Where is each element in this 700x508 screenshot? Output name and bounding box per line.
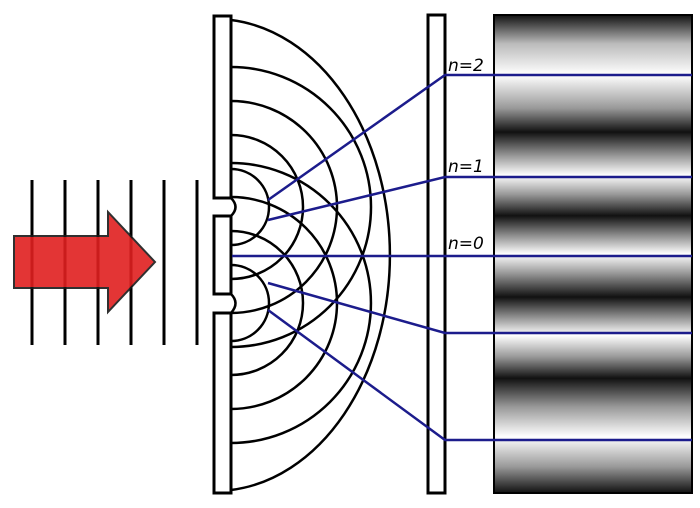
upper-slit-wavefront-1 bbox=[230, 167, 271, 247]
upper-slit-wavefront-2 bbox=[230, 133, 305, 281]
interference-pattern bbox=[493, 14, 693, 494]
label-order-2: n=2 bbox=[448, 56, 484, 76]
wavefronts-lower-slit bbox=[230, 161, 373, 445]
ray-order-minus-1 bbox=[267, 281, 692, 335]
lower-slit-wavefront-1 bbox=[230, 263, 271, 343]
double-slit-barrier bbox=[212, 14, 237, 495]
label-order-1: n=1 bbox=[448, 157, 484, 177]
detection-screen bbox=[426, 13, 447, 495]
upper-slit-wavefront-3 bbox=[230, 99, 339, 315]
ray-order-minus-2 bbox=[267, 308, 692, 442]
lower-slit-wavefront-2 bbox=[230, 229, 305, 377]
barrier-bottom-segment bbox=[212, 311, 233, 495]
ray-order-plus-2 bbox=[267, 73, 692, 202]
order-rays bbox=[232, 73, 692, 442]
barrier-top-segment bbox=[212, 14, 233, 200]
upper-slit bbox=[230, 197, 237, 217]
label-order-0: n=0 bbox=[448, 234, 484, 254]
lower-slit bbox=[230, 293, 237, 314]
lower-slit-wavefront-3 bbox=[230, 195, 339, 411]
lower-slit-wavefront-4 bbox=[230, 161, 373, 445]
barrier-middle-segment bbox=[212, 214, 233, 296]
arrow-right-icon bbox=[13, 209, 157, 315]
ray-order-plus-1 bbox=[267, 175, 692, 222]
